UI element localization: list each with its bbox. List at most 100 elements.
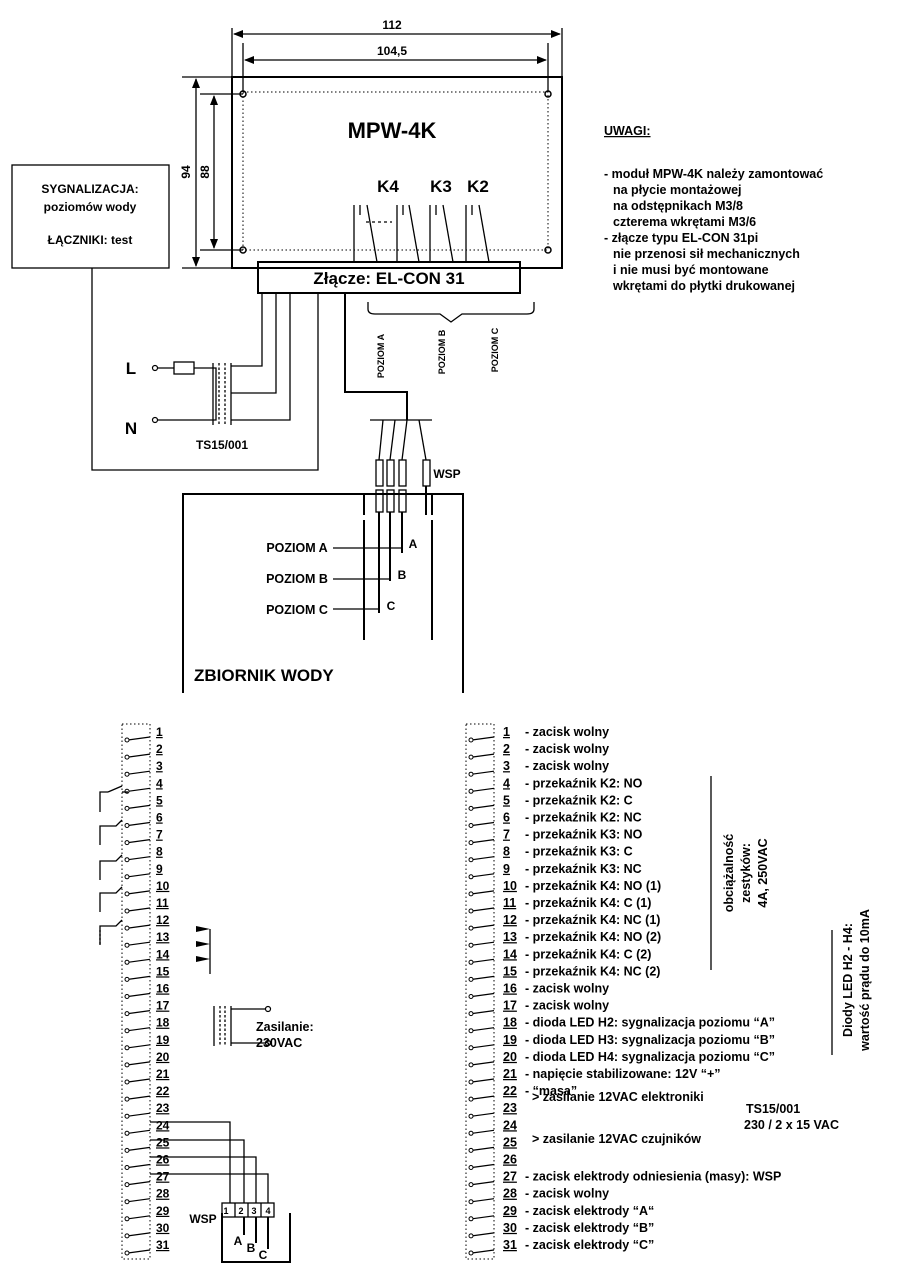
left-terminal-number: 3 [156, 759, 163, 773]
signalization-subtitle: poziomów wody [44, 200, 137, 214]
left-terminal-number: 16 [156, 982, 170, 996]
left-terminal-pin [124, 908, 130, 914]
level-brace [367, 302, 535, 323]
relay-label-k2: K2 [467, 177, 489, 196]
right-terminal-description: - przekaźnik K4: NC (1) [525, 913, 660, 927]
left-terminal-pin [124, 976, 130, 982]
left-terminal-pin [124, 1250, 130, 1256]
left-terminal-lead [127, 890, 151, 895]
led-note-1: Diody LED H2 - H4: [841, 923, 855, 1037]
load-rating-1: obciążalność [722, 834, 736, 913]
left-led-symbols [196, 926, 211, 974]
right-terminal-strip-outline [465, 723, 495, 1260]
dim-inner-width: 104,5 [377, 44, 407, 58]
electrode-num-1: 1 [223, 1206, 228, 1216]
left-electrode-c: C [259, 1248, 268, 1262]
right-terminal-description: - przekaźnik K4: C (1) [525, 896, 651, 910]
left-terminal-number: 5 [156, 793, 163, 807]
right-terminal-number: 15 [503, 964, 517, 978]
right-terminal-description: - zacisk wolny [525, 982, 609, 996]
dim-inner-height: 88 [198, 165, 212, 179]
left-terminal-number: 6 [156, 811, 163, 825]
notes-line-5: - złącze typu EL-CON 31pi [604, 231, 758, 245]
left-terminal-pin [124, 788, 130, 794]
led-note-2: wartość prądu do 10mA [858, 909, 872, 1052]
right-terminal-number: 29 [503, 1204, 517, 1218]
right-terminal-pin [468, 874, 474, 880]
left-terminal-number: 7 [156, 828, 163, 842]
left-terminal-lead [127, 804, 151, 809]
transformer-ratio-label: 230 / 2 x 15 VAC [744, 1118, 839, 1132]
tank-title: ZBIORNIK WODY [194, 666, 334, 685]
notes-heading: UWAGI: [604, 124, 651, 138]
right-terminal-lead [471, 1044, 495, 1049]
right-terminal-lead [471, 1112, 495, 1117]
left-electrode-b: B [247, 1241, 256, 1255]
right-terminal-pin [468, 857, 474, 863]
right-terminal-number: 23 [503, 1101, 517, 1115]
right-terminal-number: 19 [503, 1033, 517, 1047]
left-terminal-number: 28 [156, 1187, 170, 1201]
notes-line-7: i nie musi być montowane [613, 263, 769, 277]
right-terminal-pin [468, 1096, 474, 1102]
right-terminal-number: 31 [503, 1238, 517, 1252]
right-terminal-pin [468, 1199, 474, 1205]
relay-contacts [353, 204, 490, 263]
left-terminal-pin [124, 1147, 130, 1153]
right-terminal-lead [471, 890, 495, 895]
left-terminal-pin [124, 959, 130, 965]
left-terminal-number: 9 [156, 862, 163, 876]
right-terminal-description: - zacisk elektrody “B” [525, 1221, 654, 1235]
right-terminal-description: - zacisk wolny [525, 725, 609, 739]
right-terminal-lead [471, 1027, 495, 1032]
left-terminal-pin [124, 754, 130, 760]
right-terminal-pin [468, 942, 474, 948]
right-terminal-description: - przekaźnik K4: NO (1) [525, 879, 661, 893]
right-terminal-lead [471, 873, 495, 878]
tank-level-a: POZIOM A [266, 541, 327, 555]
right-terminal-lead [471, 770, 495, 775]
right-terminal-description: - zacisk wolny [525, 1187, 609, 1201]
electrode-num-3: 3 [251, 1206, 256, 1216]
right-terminal-description: - przekaźnik K2: NC [525, 811, 642, 825]
right-terminal-pin [468, 891, 474, 897]
right-terminal-pin [468, 1233, 474, 1239]
right-terminal-description: - przekaźnik K3: NO [525, 828, 643, 842]
relay-label-k3: K3 [430, 177, 452, 196]
left-terminal-pin [124, 1011, 130, 1017]
supply-wiring [91, 268, 408, 471]
right-terminal-lead [471, 804, 495, 809]
left-terminal-number: 23 [156, 1101, 170, 1115]
right-terminal-number: 9 [503, 862, 510, 876]
left-terminal-pin [124, 1045, 130, 1051]
electrode-num-4: 4 [265, 1206, 270, 1216]
left-terminal-number: 2 [156, 742, 163, 756]
tank-outline [182, 493, 464, 693]
right-terminal-pin [468, 1011, 474, 1017]
right-terminal-pin [468, 1165, 474, 1170]
load-rating-3: 4A, 250VAC [756, 838, 770, 907]
right-terminal-lead [471, 1095, 495, 1100]
right-terminal-pin [468, 1130, 474, 1136]
left-terminal-number: 18 [156, 1016, 170, 1030]
level-wire-label-a: POZIOM A [376, 333, 386, 378]
right-terminal-number: 21 [503, 1067, 517, 1081]
right-terminal-pin [468, 737, 474, 743]
right-terminal-lead [471, 975, 495, 980]
signalization-title: SYGNALIZACJA: [41, 182, 138, 196]
connector-label: Złącze: EL-CON 31 [313, 269, 464, 288]
relay-label-k4: K4 [377, 177, 399, 196]
right-terminal-description: - zacisk elektrody odniesienia (masy): W… [525, 1170, 781, 1184]
right-terminal-lead [471, 1010, 495, 1015]
electrode-num-2: 2 [238, 1206, 243, 1216]
right-terminal-description: - zacisk elektrody “C” [525, 1238, 654, 1252]
notes-line-2: na płycie montażowej [613, 183, 742, 197]
left-terminal-pin [124, 1216, 130, 1222]
left-terminal-lead [127, 770, 151, 775]
right-terminal-number: 12 [503, 913, 517, 927]
right-terminal-pin [468, 994, 474, 999]
right-terminal-description: - dioda LED H2: sygnalizacja poziomu “A” [525, 1016, 775, 1030]
load-rating-2: zestyków: [739, 843, 753, 903]
right-terminal-lead [471, 1146, 495, 1151]
